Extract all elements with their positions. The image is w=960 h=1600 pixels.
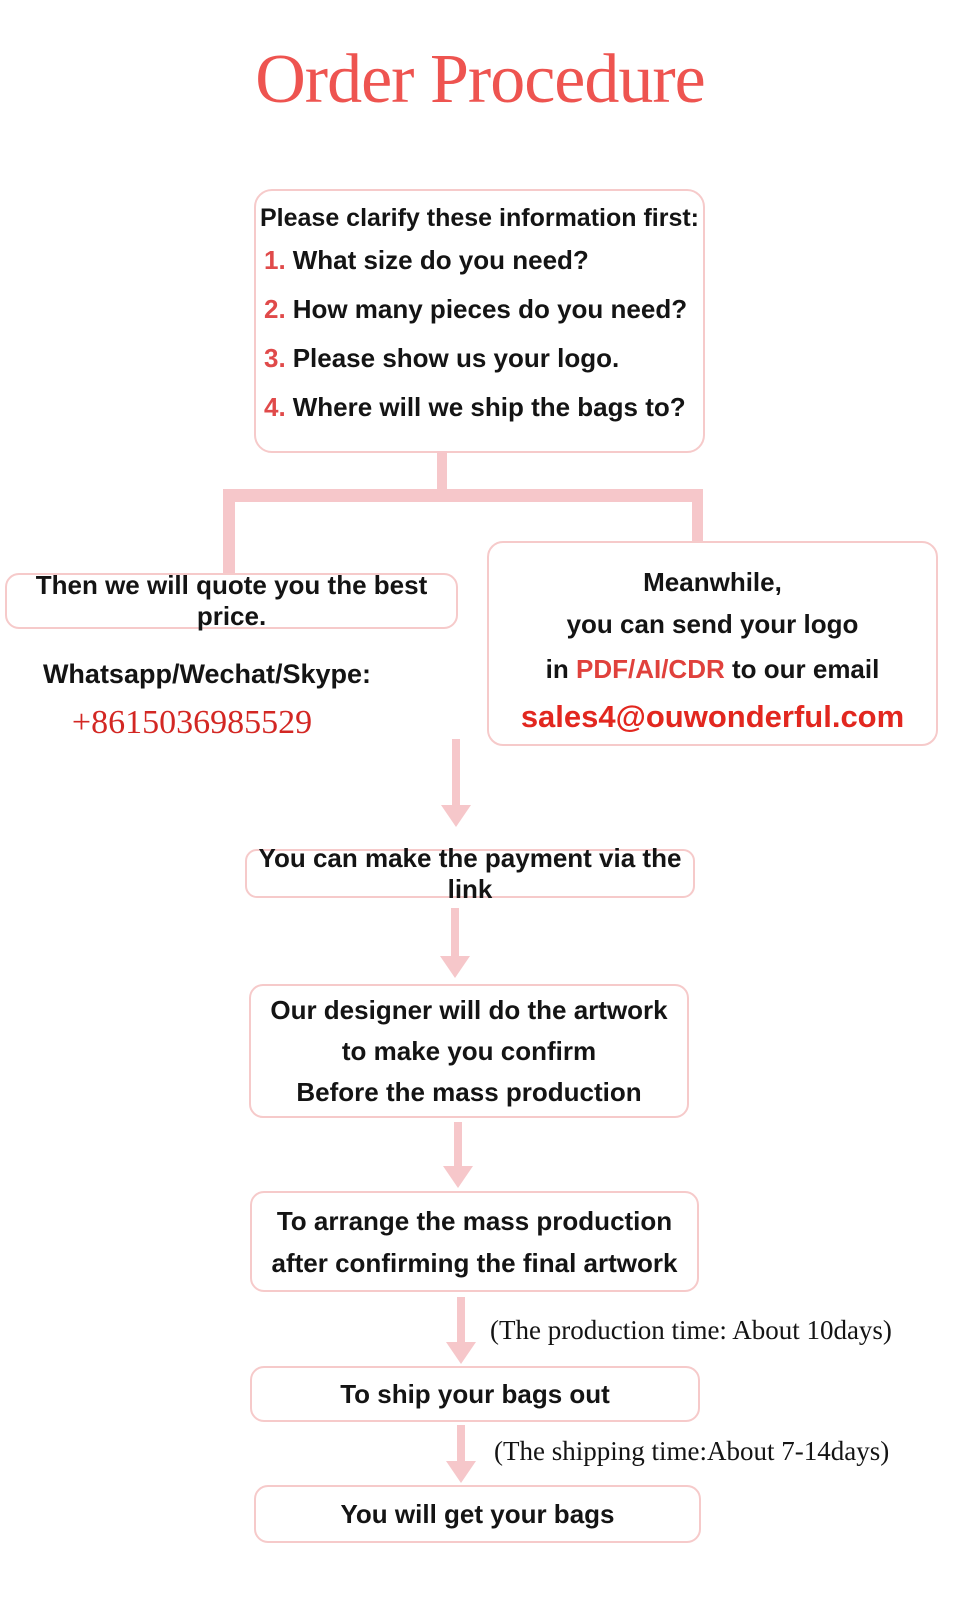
clarify-item-1: 1.What size do you need? (256, 236, 703, 285)
logo-line-3-suffix: to our email (724, 654, 880, 684)
file-formats: PDF/AI/CDR (575, 654, 725, 684)
item-text: How many pieces do you need? (292, 294, 688, 324)
item-number: 3. (264, 343, 286, 373)
connector-stem (437, 451, 447, 489)
item-number: 2. (264, 294, 286, 324)
quote-text: Then we will quote you the best price. (35, 570, 428, 631)
logo-line-3: in PDF/AI/CDR to our email (546, 645, 880, 693)
item-number: 1. (264, 245, 286, 275)
clarify-box: Please clarify these information first: … (254, 189, 705, 453)
ship-box: To ship your bags out (250, 1366, 700, 1422)
connector-left-drop (223, 502, 235, 573)
quote-box: Then we will quote you the best price. (5, 570, 458, 631)
receive-text: You will get your bags (340, 1498, 615, 1529)
item-text: What size do you need? (292, 245, 589, 275)
clarify-item-3: 3.Please show us your logo. (256, 334, 703, 383)
clarify-item-2: 2.How many pieces do you need? (256, 285, 703, 334)
mass-production-box: To arrange the mass production after con… (250, 1191, 699, 1292)
logo-line-2: you can send your logo (566, 609, 859, 639)
page-title: Order Procedure (255, 41, 706, 118)
production-line-2: after confirming the final artwork (271, 1247, 678, 1278)
artwork-line-2: to make you confirm (341, 1035, 597, 1066)
payment-box: You can make the payment via the link (245, 843, 695, 904)
email-address: sales4@ouwonderful.com (520, 699, 905, 734)
artwork-line-3: Before the mass production (296, 1076, 642, 1107)
clarify-heading: Please clarify these information first: (259, 204, 700, 232)
contact-channels-label: Whatsapp/Wechat/Skype: (42, 659, 372, 689)
connector-horizontal-bar (223, 489, 703, 502)
logo-line-3-prefix: in (545, 654, 576, 684)
artwork-box: Our designer will do the artwork to make… (249, 984, 689, 1118)
clarify-item-4: 4.Where will we ship the bags to? (256, 383, 703, 432)
item-number: 4. (264, 392, 286, 422)
item-text: Please show us your logo. (292, 343, 620, 373)
receive-box: You will get your bags (254, 1485, 701, 1543)
production-line-1: To arrange the mass production (276, 1205, 673, 1236)
shipping-time-note: (The shipping time:About 7-14days) (494, 1436, 890, 1466)
connector-right-drop (692, 502, 703, 541)
artwork-line-1: Our designer will do the artwork (270, 994, 668, 1025)
send-logo-box: Meanwhile, you can send your logo in PDF… (487, 541, 938, 746)
ship-text: To ship your bags out (340, 1378, 610, 1409)
logo-line-1: Meanwhile, (643, 567, 782, 597)
payment-text: You can make the payment via the link (258, 842, 682, 904)
production-time-note: (The production time: About 10days) (490, 1315, 892, 1345)
item-text: Where will we ship the bags to? (292, 392, 686, 422)
contact-phone-number: +8615036985529 (71, 704, 313, 741)
